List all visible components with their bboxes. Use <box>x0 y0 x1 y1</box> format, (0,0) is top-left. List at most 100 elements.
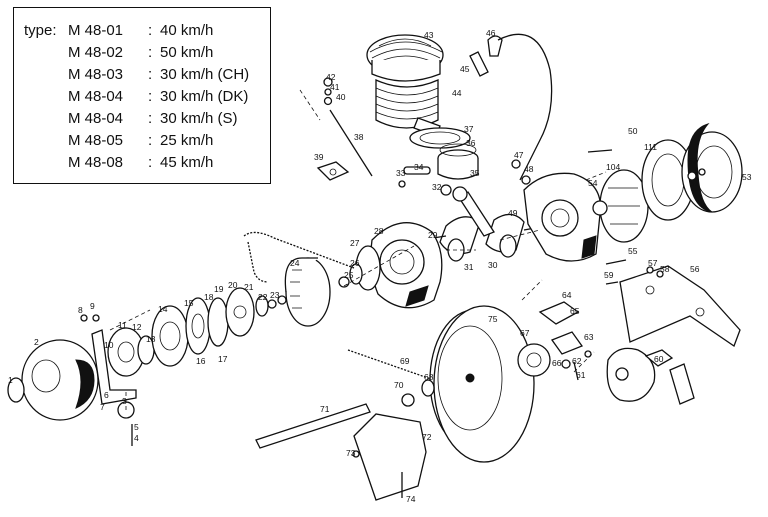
part-number-6: 6 <box>104 390 109 400</box>
separator: : <box>148 154 153 171</box>
part-number-51: 51 <box>690 178 700 188</box>
part-number-62: 62 <box>572 356 582 366</box>
part-number-63: 63 <box>584 332 594 342</box>
part-number-45: 45 <box>460 64 470 74</box>
speed-value: 50 km/h <box>160 44 214 61</box>
part-number-5: 5 <box>134 422 139 432</box>
part-number-41: 41 <box>330 82 340 92</box>
ignition-stator <box>592 169 649 243</box>
part-number-30: 30 <box>488 260 498 270</box>
model-type-legend: type: M 48-01 : 40 km/h M 48-02 : 50 km/… <box>13 7 271 184</box>
cylinder <box>375 78 441 137</box>
part-number-55: 55 <box>628 246 638 256</box>
mounting-bracket <box>619 265 741 348</box>
part-number-17: 17 <box>218 354 228 364</box>
part-number-49: 49 <box>508 208 518 218</box>
separator: : <box>148 22 153 39</box>
part-number-32: 32 <box>432 182 442 192</box>
part-number-35: 35 <box>470 168 480 178</box>
ignition-cover <box>681 123 743 213</box>
part-number-22: 22 <box>258 292 268 302</box>
part-number-9: 9 <box>90 301 95 311</box>
part-number-42: 42 <box>326 72 336 82</box>
model-number: M 48-03 <box>68 66 124 83</box>
part-number-23: 23 <box>270 290 280 300</box>
model-number: M 48-01 <box>68 22 124 39</box>
part-number-59: 59 <box>604 270 614 280</box>
speed-value: 45 km/h <box>160 154 214 171</box>
model-number: M 48-04 <box>68 110 124 127</box>
part-number-29: 29 <box>428 230 438 240</box>
left-bracket <box>91 329 137 405</box>
separator: : <box>148 110 153 127</box>
part-number-75: 75 <box>488 314 498 324</box>
part-number-73: 73 <box>346 448 356 458</box>
part-number-57: 57 <box>648 258 658 268</box>
right-crankcase <box>523 172 602 262</box>
part-number-71: 71 <box>320 404 330 414</box>
part-number-54: 54 <box>588 178 598 188</box>
part-number-36: 36 <box>466 138 476 148</box>
rear-pulley <box>429 305 535 463</box>
carburettor <box>606 347 695 405</box>
part-number-47: 47 <box>514 150 524 160</box>
part-number-10: 10 <box>104 340 114 350</box>
type-label: type: <box>24 22 57 39</box>
part-number-3: 3 <box>122 396 127 406</box>
part-number-27: 27 <box>350 238 360 248</box>
part-number-1: 1 <box>8 375 13 385</box>
part-number-56: 56 <box>690 264 700 274</box>
part-number-28: 28 <box>374 226 384 236</box>
part-number-50: 50 <box>628 126 638 136</box>
part-number-39: 39 <box>314 152 324 162</box>
model-number: M 48-04 <box>68 88 124 105</box>
speed-value: 25 km/h <box>160 132 214 149</box>
left-cover <box>7 339 99 421</box>
cylinder-head <box>366 34 444 82</box>
part-number-69: 69 <box>400 356 410 366</box>
model-number: M 48-08 <box>68 154 124 171</box>
part-number-64: 64 <box>562 290 572 300</box>
part-number-48: 48 <box>524 164 534 174</box>
part-number-44: 44 <box>452 88 462 98</box>
separator: : <box>148 44 153 61</box>
part-number-53: 53 <box>742 172 752 182</box>
part-number-65: 65 <box>570 306 580 316</box>
part-number-38: 38 <box>354 132 364 142</box>
part-number-2: 2 <box>34 337 39 347</box>
part-number-46: 46 <box>486 28 496 38</box>
part-number-25: 25 <box>344 270 354 280</box>
part-number-104: 104 <box>606 162 620 172</box>
part-number-68: 68 <box>424 372 434 382</box>
part-number-43: 43 <box>424 30 434 40</box>
part-number-8: 8 <box>78 305 83 315</box>
part-number-66: 66 <box>552 358 562 368</box>
part-number-26: 26 <box>350 258 360 268</box>
part-number-15: 15 <box>184 298 194 308</box>
part-number-67: 67 <box>520 328 530 338</box>
part-number-72: 72 <box>422 432 432 442</box>
speed-value: 30 km/h (S) <box>160 110 238 127</box>
separator: : <box>148 88 153 105</box>
part-number-34: 34 <box>414 162 424 172</box>
part-number-40: 40 <box>336 92 346 102</box>
clutch-drum <box>284 257 331 327</box>
part-number-19: 19 <box>214 284 224 294</box>
part-number-20: 20 <box>228 280 238 290</box>
part-number-4: 4 <box>134 433 139 443</box>
part-number-24: 24 <box>290 258 300 268</box>
part-number-33: 33 <box>396 168 406 178</box>
part-number-52: 52 <box>688 156 698 166</box>
part-number-12: 12 <box>132 322 142 332</box>
part-number-18: 18 <box>204 292 214 302</box>
model-number: M 48-05 <box>68 132 124 149</box>
model-number: M 48-02 <box>68 44 124 61</box>
speed-value: 30 km/h (DK) <box>160 88 249 105</box>
left-crankcase <box>370 222 443 309</box>
part-number-37: 37 <box>464 124 474 134</box>
part-number-31: 31 <box>464 262 474 272</box>
part-number-111: 111 <box>644 142 657 152</box>
part-number-61: 61 <box>576 370 586 380</box>
